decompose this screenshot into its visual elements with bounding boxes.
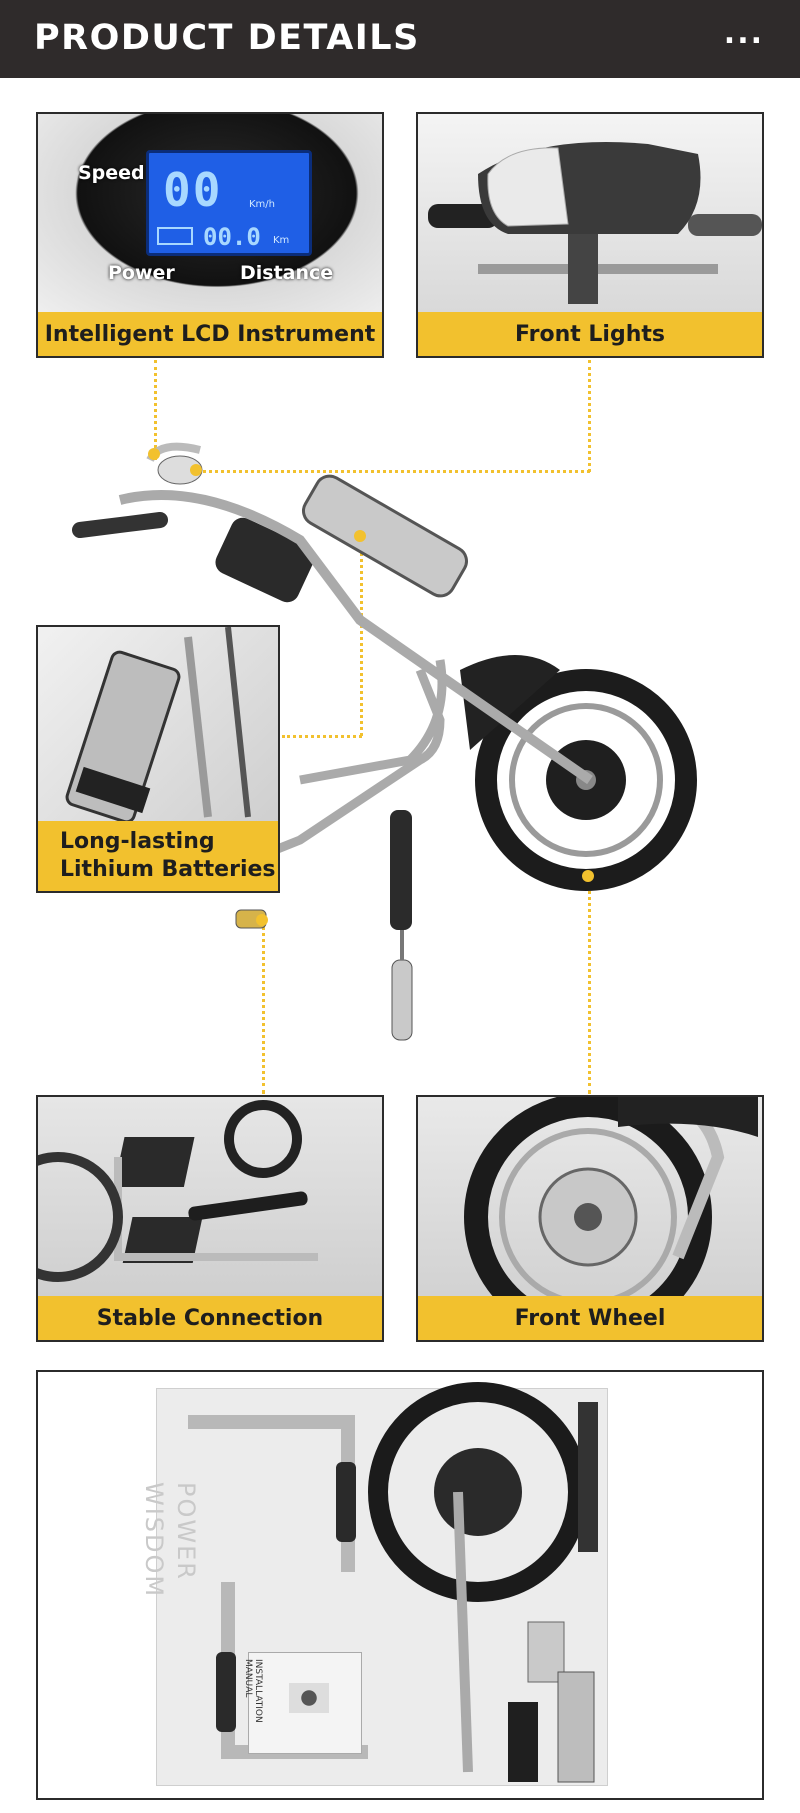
headlight-illustration — [428, 142, 762, 304]
batteries-panel: Long-lasting Lithium Batteries — [36, 625, 280, 893]
front-wheel-photo — [418, 1097, 762, 1296]
lcd-distance-unit: Km — [273, 235, 290, 246]
more-menu-icon[interactable]: ... — [723, 16, 764, 51]
connector-line-battery — [282, 735, 362, 738]
front-wheel-panel: Front Wheel — [416, 1095, 764, 1342]
lcd-speed-unit: Km/h — [249, 199, 276, 210]
speed-label: Speed — [78, 162, 145, 184]
connector-line-wheel — [588, 878, 591, 1094]
hotspot-lcd[interactable] — [148, 448, 160, 460]
front-wheel-caption: Front Wheel — [418, 1296, 762, 1340]
lcd-screen: 00 Km/h 00.0 Km — [146, 150, 312, 256]
distance-label: Distance — [240, 262, 334, 284]
front-lights-photo — [418, 114, 762, 312]
connection-caption: Stable Connection — [38, 1296, 382, 1340]
package-contents-illustration — [188, 1382, 598, 1783]
lcd-speed-value: 00 — [163, 163, 223, 217]
batteries-caption: Long-lasting Lithium Batteries — [38, 821, 278, 891]
lcd-instrument-photo: 00 Km/h 00.0 Km Speed Power Distance — [38, 114, 382, 312]
connection-photo — [38, 1097, 382, 1296]
batteries-caption-line1: Long-lasting — [60, 829, 215, 854]
battery-illustration — [65, 627, 251, 823]
power-label: Power — [108, 262, 175, 284]
manual-title: INSTALLATION MANUAL — [243, 1659, 263, 1723]
hotspot-front-lights[interactable] — [190, 464, 202, 476]
connector-line-light — [588, 360, 591, 472]
connector-line-lcd — [154, 360, 157, 460]
connector-line-light-horizontal — [196, 470, 590, 473]
connector-line-connection — [262, 920, 265, 1094]
hotspot-connection[interactable] — [256, 914, 268, 926]
package-contents-panel: WISDOM POWER INSTALLATION MANUAL — [36, 1370, 764, 1800]
batteries-caption-line2: Lithium Batteries — [60, 857, 276, 882]
lcd-instrument-panel: 00 Km/h 00.0 Km Speed Power Distance Int… — [36, 112, 384, 358]
manual-cover-image — [289, 1683, 329, 1713]
lcd-distance-value: 00.0 — [203, 223, 261, 251]
battery-level-icon — [157, 227, 193, 245]
front-lights-panel: Front Lights — [416, 112, 764, 358]
connection-illustration — [38, 1100, 318, 1282]
hotspot-battery[interactable] — [354, 530, 366, 542]
connector-line-battery-vertical — [360, 540, 363, 736]
lcd-caption: Intelligent LCD Instrument — [38, 312, 382, 356]
front-lights-caption: Front Lights — [418, 312, 762, 356]
wheel-illustration — [464, 1097, 758, 1296]
installation-manual: INSTALLATION MANUAL — [243, 1652, 362, 1754]
hotspot-front-wheel[interactable] — [582, 870, 594, 882]
page-header: PRODUCT DETAILS ... — [0, 0, 800, 78]
page-title: PRODUCT DETAILS — [34, 18, 420, 58]
batteries-photo — [38, 627, 278, 823]
connection-panel: Stable Connection — [36, 1095, 384, 1342]
